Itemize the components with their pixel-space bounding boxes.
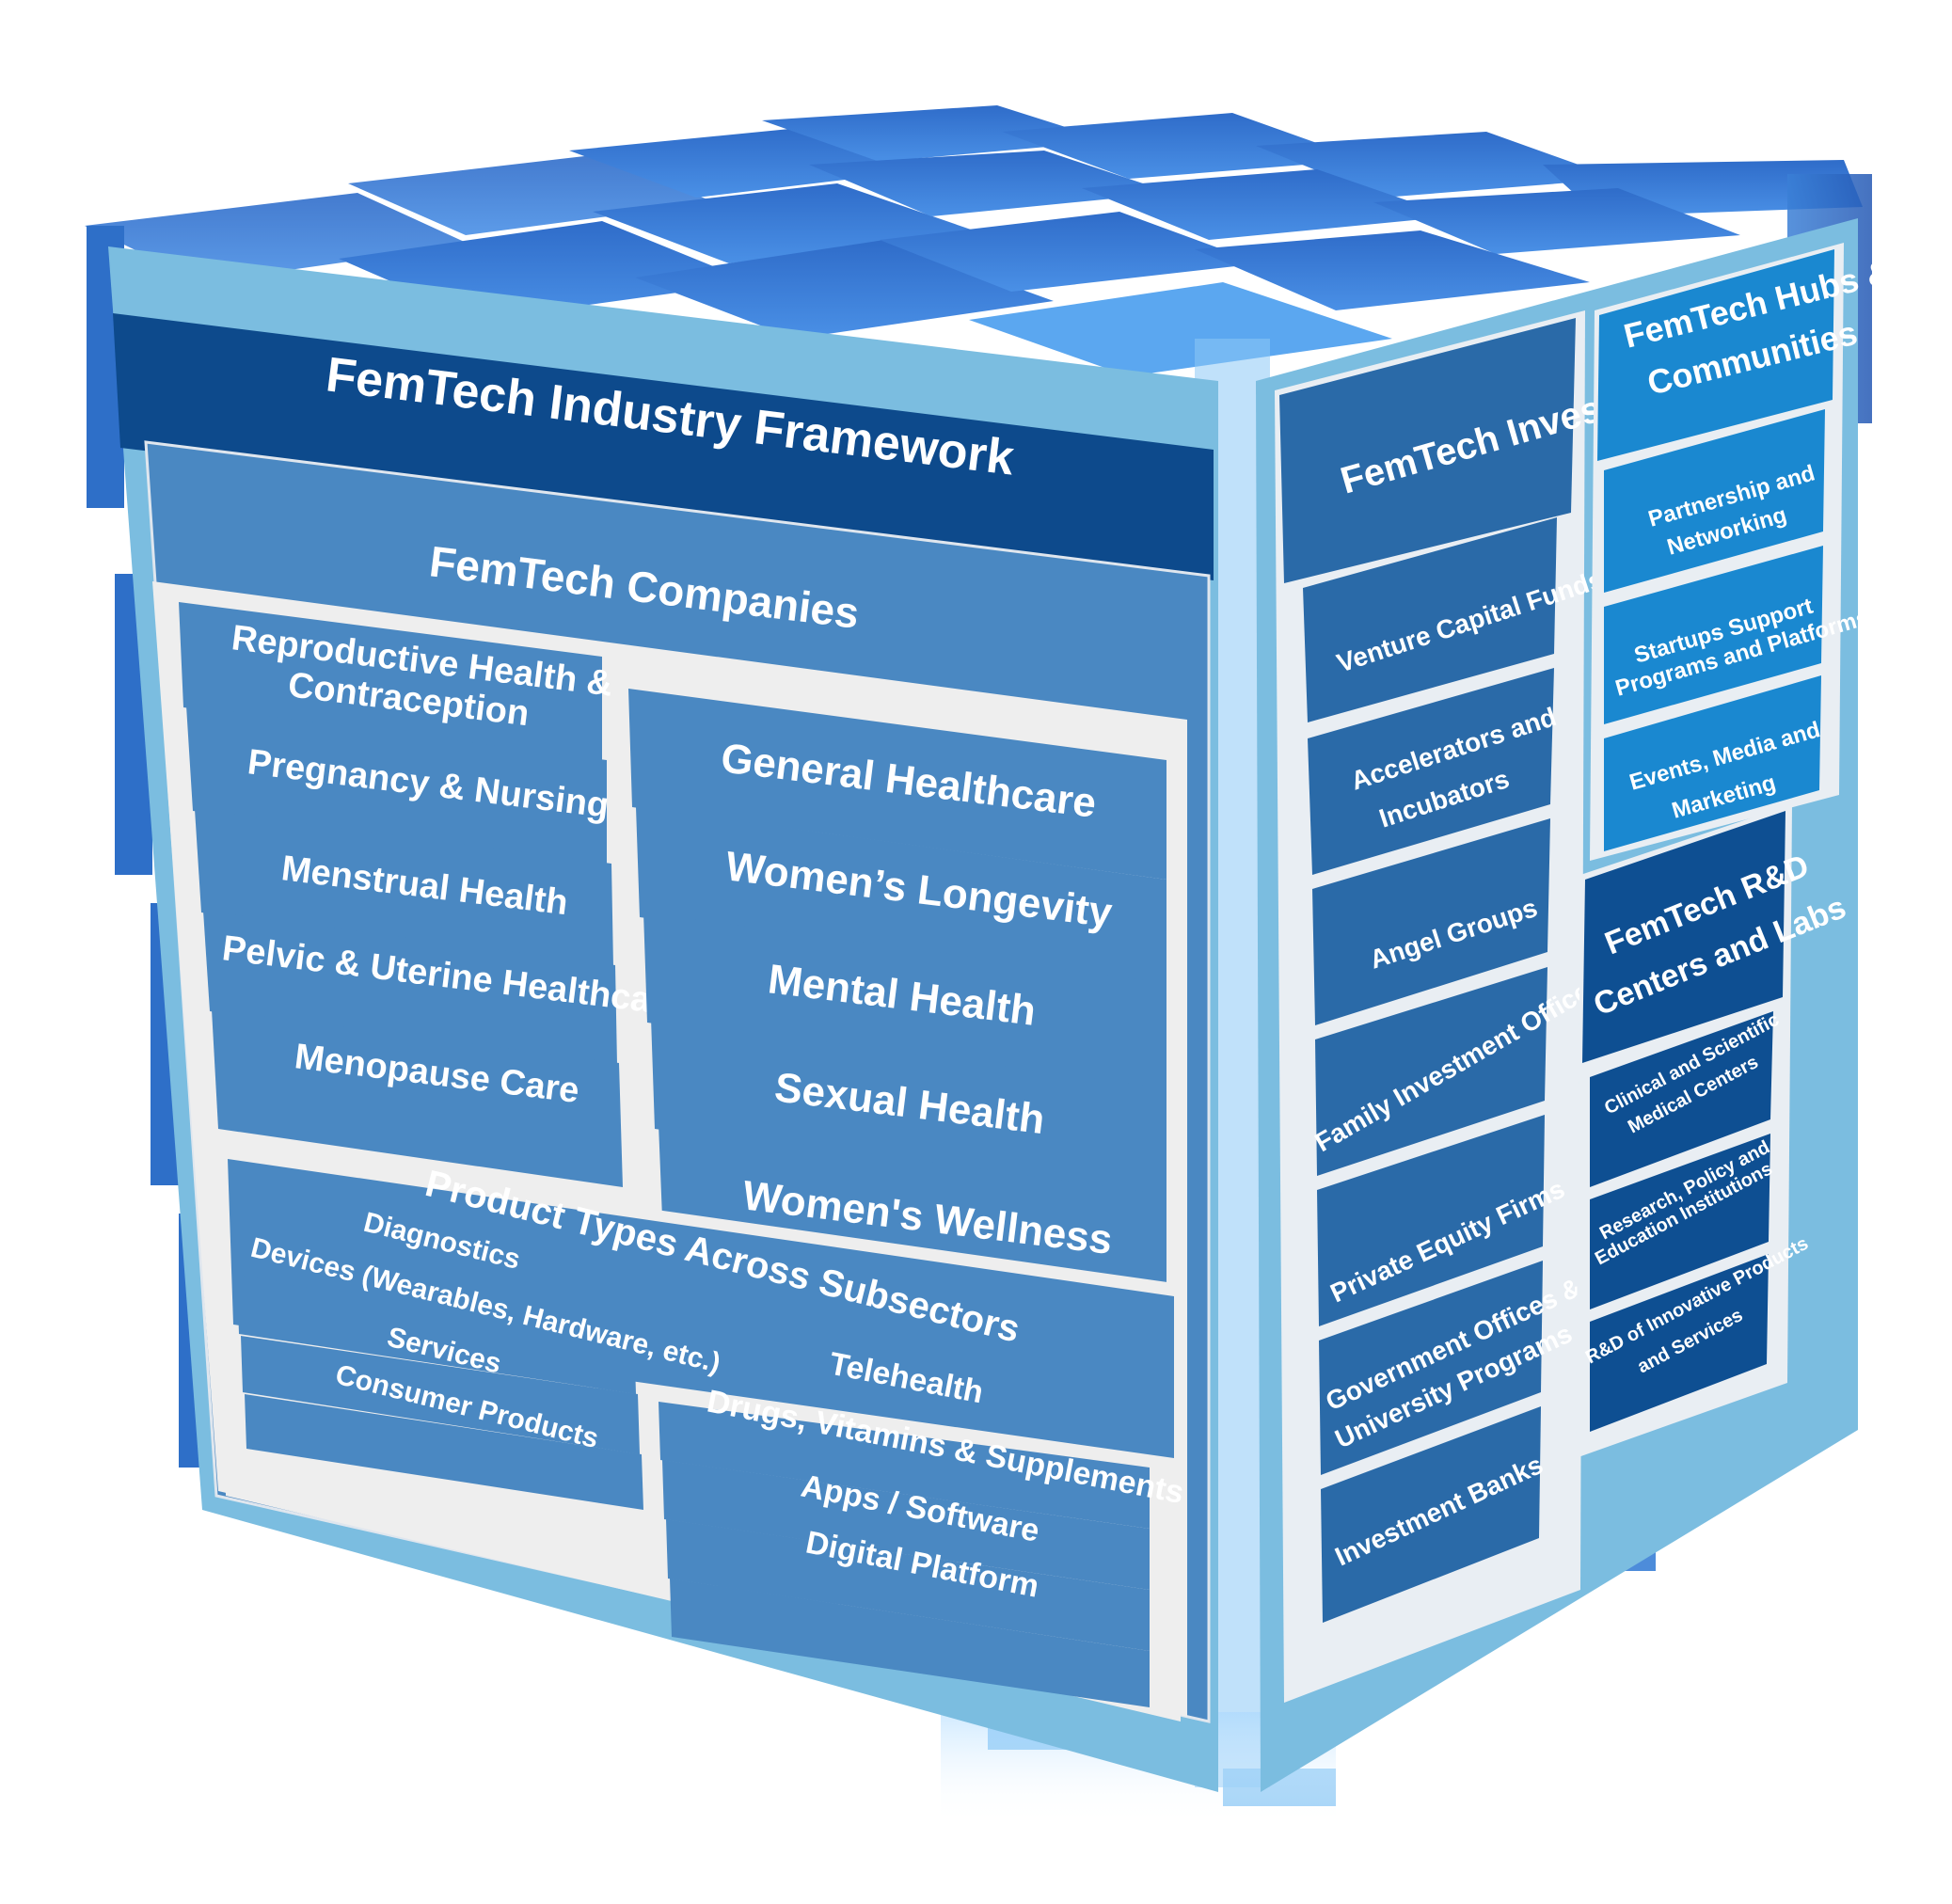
- subsector-block: [643, 912, 1166, 1091]
- product-row: [233, 1223, 632, 1334]
- framework-title-bar: [113, 313, 1214, 580]
- cube-top-block-highlight: [969, 282, 1392, 376]
- cube-top-block: [1002, 113, 1364, 179]
- investor-item: [1303, 517, 1557, 722]
- rnd-item: [1590, 1134, 1770, 1309]
- product-row: [666, 1519, 1150, 1651]
- product-row: [662, 1460, 1150, 1590]
- subsector-block: [212, 1009, 623, 1187]
- product-types-panel: [228, 1159, 1174, 1458]
- hub-item: [1604, 546, 1823, 724]
- product-row: [659, 1402, 1150, 1529]
- subsector-block: [651, 1018, 1166, 1199]
- product-row: [237, 1277, 636, 1394]
- product-types: Product Types Across Subsectors Diagnost…: [218, 1148, 1186, 1722]
- investor-item: [1321, 1406, 1541, 1623]
- cube-top-block: [880, 212, 1261, 292]
- right-face: FemTech Investors Venture Capital Funds …: [1256, 218, 1896, 1792]
- investor-item: [1312, 818, 1550, 1025]
- front-face: FemTech Industry Framework FemTech Compa…: [108, 246, 1218, 1792]
- subsector-block: [636, 807, 1166, 988]
- cube-top-block: [593, 183, 974, 263]
- investor-item: [1317, 1115, 1545, 1326]
- investors-header: [1279, 318, 1576, 583]
- cube-top-block: [809, 151, 1171, 216]
- cube-top-block: [762, 105, 1110, 162]
- hubs-header: [1597, 249, 1834, 461]
- right-subsectors: General Healthcare Women’s Longevity Men…: [628, 689, 1166, 1312]
- investor-item: [1315, 967, 1547, 1176]
- subsector-block: [179, 602, 602, 762]
- hub-item: [1604, 675, 1821, 851]
- investor-item: [1319, 1261, 1543, 1475]
- subsector-block: [195, 809, 613, 967]
- investor-item: [1308, 668, 1554, 875]
- left-subsectors: Reproductive Health & Contraception Preg…: [179, 602, 687, 1187]
- hub-item: [1604, 409, 1825, 593]
- product-row: [245, 1394, 643, 1510]
- rnd-item: [1590, 1011, 1773, 1187]
- product-row: [670, 1579, 1150, 1707]
- cube-top-block: [1195, 230, 1590, 310]
- subsector-block: [203, 911, 617, 1065]
- cube-top-block: [1373, 188, 1740, 254]
- subsector-block: [628, 689, 1166, 880]
- cube-top-block: [348, 155, 715, 235]
- subsector-block: [186, 706, 607, 864]
- rnd-header: [1582, 811, 1785, 1063]
- product-row: [241, 1336, 640, 1454]
- rnd-item: [1590, 1254, 1769, 1432]
- cube-top-block: [1082, 169, 1453, 240]
